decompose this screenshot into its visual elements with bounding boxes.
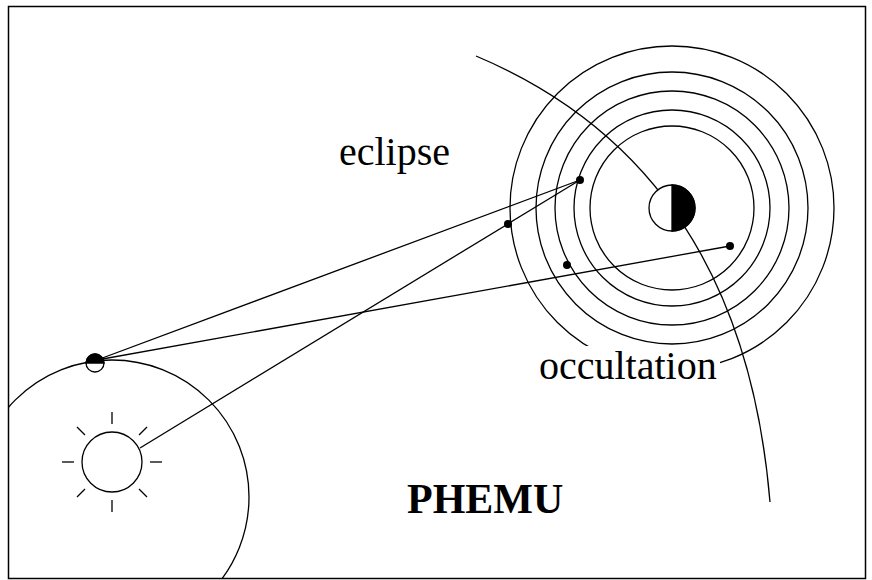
sun-symbol [62, 412, 162, 512]
frame-border [9, 7, 866, 579]
satellite-dot [576, 176, 584, 184]
sight-line [97, 180, 580, 360]
diagram-label: eclipse [336, 132, 453, 172]
jupiter-symbol [649, 185, 695, 231]
satellite-dot [726, 242, 734, 250]
earth-symbol [86, 354, 104, 372]
sun-ray-line [140, 180, 580, 448]
diagram-label: occultation [536, 346, 720, 386]
sight-line [97, 246, 730, 360]
satellite-orbit [555, 91, 789, 325]
satellite-dot [504, 220, 512, 228]
earth-orbit [9, 360, 249, 578]
satellite-orbit [536, 72, 808, 344]
diagram-title: PHEMU [407, 478, 563, 520]
jupiter-orbit [476, 56, 770, 502]
satellite-orbit [510, 46, 834, 370]
satellite-orbit [574, 110, 770, 306]
satellite-orbit [590, 126, 754, 290]
satellite-dot [563, 261, 571, 269]
